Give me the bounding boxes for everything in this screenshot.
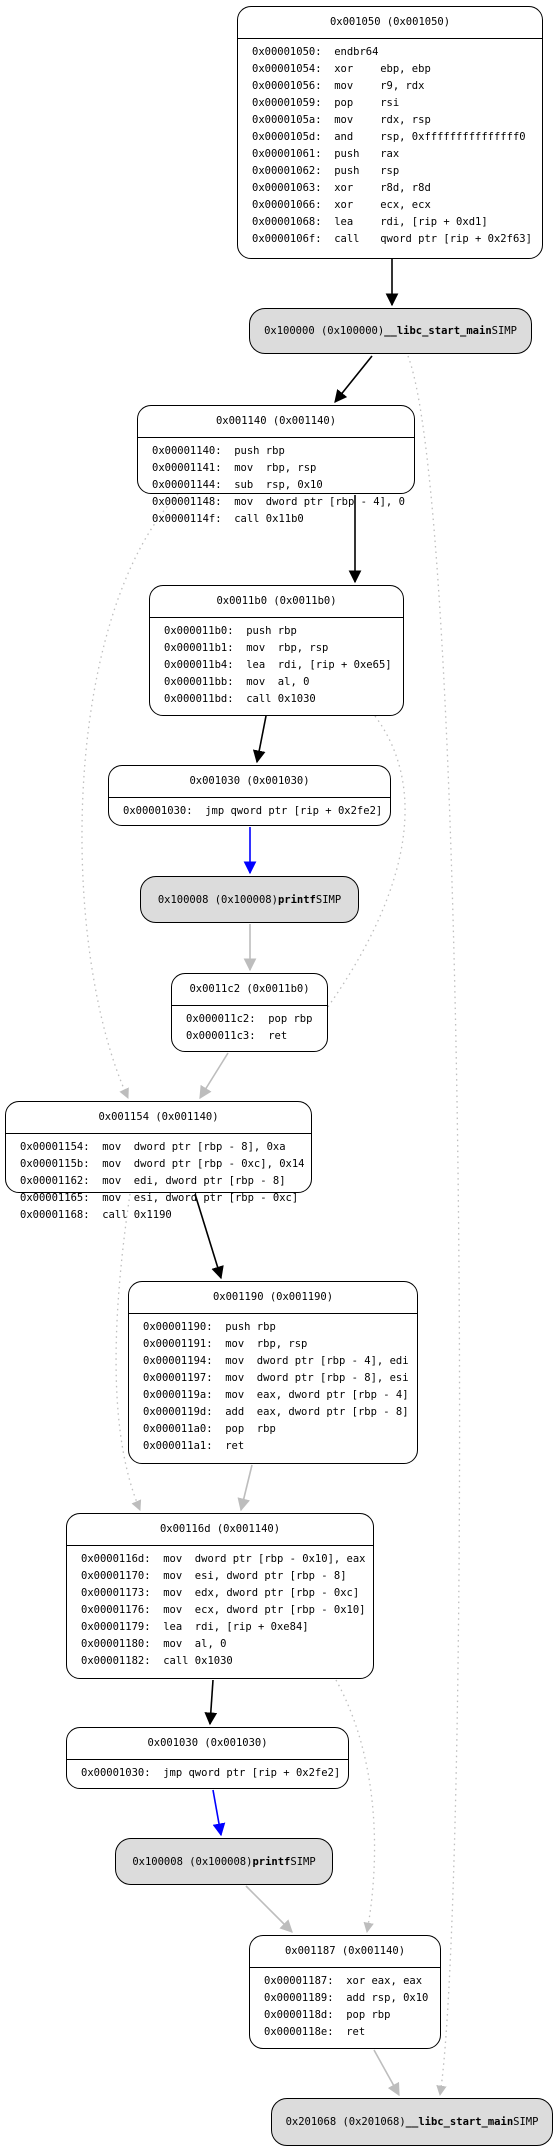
instruction-line: 0x000011c2: pop rbp — [186, 1013, 313, 1025]
block-0x0011b0: 0x0011b0 (0x0011b0) 0x000011b0: push rbp… — [149, 585, 404, 716]
block-header: 0x0011c2 (0x0011b0) — [172, 974, 327, 1006]
instruction-line: 0x0000119d: add eax, dword ptr [rbp - 8] — [143, 1406, 409, 1418]
block-instructions: 0x000011b0: push rbp 0x000011b1: mov rbp… — [150, 618, 403, 708]
instruction-line: 0x00001170: mov esi, dword ptr [rbp - 8] — [81, 1570, 347, 1582]
instruction-line: 0x00001190: push rbp — [143, 1321, 276, 1333]
block-0x00116d: 0x00116d (0x001140) 0x0000116d: mov dwor… — [66, 1513, 374, 1679]
block-instructions: 0x00001140: push rbp 0x00001141: mov rbp… — [138, 438, 414, 528]
instruction-line: 0x00001148: mov dword ptr [rbp - 4], 0 — [152, 496, 405, 508]
block-instructions: 0x00001187: xor eax, eax 0x00001189: add… — [250, 1968, 440, 2041]
instruction-line: 0x00001165: mov esi, dword ptr [rbp - 0x… — [20, 1192, 299, 1204]
instruction-line: 0x000011b0: push rbp — [164, 625, 297, 637]
block-0x001190: 0x001190 (0x001190) 0x00001190: push rbp… — [128, 1281, 418, 1464]
call-edge — [194, 1193, 224, 1280]
block-header: 0x001154 (0x001140) — [6, 1102, 311, 1134]
instruction-line: 0x000011bd: call 0x1030 — [164, 693, 316, 705]
block-0x001154: 0x001154 (0x001140) 0x00001154: mov dwor… — [5, 1101, 312, 1221]
instruction-line: 0x00001141: mov rbp, rsp — [152, 462, 317, 474]
instruction-line: 0x0000114f: call 0x11b0 — [152, 513, 304, 525]
jump-edge — [212, 1789, 226, 1837]
block-header: 0x001050 (0x001050) — [238, 7, 542, 39]
instruction-line: 0x00001030: jmp qword ptr [rip + 0x2fe2] — [81, 1767, 341, 1779]
fallthrough-edge — [81, 493, 179, 1099]
block-instructions: 0x00001030: jmp qword ptr [rip + 0x2fe2] — [67, 1760, 348, 1782]
stub-printf: 0x100008 (0x100008) printf SIMP — [115, 1838, 333, 1885]
call-edge — [204, 1679, 218, 1726]
block-header: 0x00116d (0x001140) — [67, 1514, 373, 1546]
instruction-line: 0x000011a1: ret — [143, 1440, 245, 1452]
instruction-line: 0x00001189: add rsp, 0x10 — [264, 1992, 429, 2004]
block-header: 0x001140 (0x001140) — [138, 406, 414, 438]
stub-libc-start-main: 0x201068 (0x201068) __libc_start_main SI… — [271, 2098, 553, 2146]
block-0x001030: 0x001030 (0x001030) 0x00001030: jmp qwor… — [108, 765, 391, 826]
instruction-line: 0x00001179: lea rdi, [rip + 0xe84] — [81, 1621, 309, 1633]
block-header: 0x0011b0 (0x0011b0) — [150, 586, 403, 618]
ret-edge — [245, 1885, 293, 1933]
instruction-line: 0x00001176: mov ecx, dword ptr [rbp - 0x… — [81, 1604, 366, 1616]
block-0x001030: 0x001030 (0x001030) 0x00001030: jmp qwor… — [66, 1727, 349, 1789]
block-instructions: 0x00001190: push rbp 0x00001191: mov rbp… — [129, 1314, 417, 1455]
instruction-line: 0x00001187: xor eax, eax — [264, 1975, 423, 1987]
ret-edge — [373, 2049, 400, 2097]
instruction-line: 0x00001140: push rbp — [152, 445, 285, 457]
block-instructions: 0x0000116d: mov dword ptr [rbp - 0x10], … — [67, 1546, 373, 1670]
instruction-line: 0x00001182: call 0x1030 — [81, 1655, 233, 1667]
block-instructions: 0x00001030: jmp qword ptr [rip + 0x2fe2] — [109, 798, 390, 820]
instruction-line: 0x00001030: jmp qword ptr [rip + 0x2fe2] — [123, 805, 383, 817]
instruction-line: 0x000011a0: pop rbp — [143, 1423, 276, 1435]
instruction-line: 0x00001197: mov dword ptr [rbp - 8], esi — [143, 1372, 409, 1384]
instruction-line: 0x00001162: mov edi, dword ptr [rbp - 8] — [20, 1175, 286, 1187]
stub-libc-start-main: 0x100000 (0x100000) __libc_start_main SI… — [249, 308, 532, 354]
instruction-line: 0x00001180: mov al, 0 — [81, 1638, 227, 1650]
block-header: 0x001187 (0x001140) — [250, 1936, 440, 1968]
instruction-line: 0x000011b4: lea rdi, [rip + 0xe65] — [164, 659, 392, 671]
fallthrough-edge — [407, 355, 461, 2097]
fallthrough-edge — [310, 715, 406, 1031]
instruction-line: 0x00001194: mov dword ptr [rbp - 4], edi — [143, 1355, 409, 1367]
block-header: 0x001190 (0x001190) — [129, 1282, 417, 1314]
instruction-line: 0x000011c3: ret — [186, 1030, 288, 1042]
instruction-line: 0x00001191: mov rbp, rsp — [143, 1338, 308, 1350]
instruction-line: 0x000011bb: mov al, 0 — [164, 676, 310, 688]
instruction-line: 0x0000116d: mov dword ptr [rbp - 0x10], … — [81, 1553, 366, 1565]
instruction-line: 0x00001050: endbr64 — [252, 46, 379, 58]
instruction-line: 0x0000118e: ret — [264, 2026, 366, 2038]
block-instructions: 0x00001154: mov dword ptr [rbp - 8], 0xa… — [6, 1134, 311, 1224]
block-0x001050: 0x001050 (0x001050) 0x00001050: endbr64 … — [237, 6, 543, 259]
block-0x001140: 0x001140 (0x001140) 0x00001140: push rbp… — [137, 405, 415, 525]
instruction-line: 0x00001144: sub rsp, 0x10 — [152, 479, 323, 491]
block-instructions: 0x000011c2: pop rbp 0x000011c3: ret — [172, 1006, 327, 1045]
block-header: 0x001030 (0x001030) — [67, 1728, 348, 1760]
instruction-line: 0x0000118d: pop rbp — [264, 2009, 391, 2021]
block-header: 0x001030 (0x001030) — [109, 766, 390, 798]
ret-edge — [237, 1464, 253, 1512]
call-edge — [252, 715, 267, 764]
instruction-line: 0x000011b1: mov rbp, rsp — [164, 642, 329, 654]
ret-edge — [199, 1052, 229, 1100]
instruction-line: 0x00001168: call 0x1190 — [20, 1209, 172, 1221]
block-0x001187: 0x001187 (0x001140) 0x00001187: xor eax,… — [249, 1935, 441, 2049]
call-edge — [334, 355, 373, 403]
block-0x0011c2: 0x0011c2 (0x0011b0) 0x000011c2: pop rbp … — [171, 973, 328, 1052]
instruction-line: 0x0000119a: mov eax, dword ptr [rbp - 4] — [143, 1389, 409, 1401]
stub-printf: 0x100008 (0x100008) printf SIMP — [140, 876, 359, 923]
instruction-line: 0x00001154: mov dword ptr [rbp - 8], 0xa — [20, 1141, 286, 1153]
instruction-line: 0x00001173: mov edx, dword ptr [rbp - 0x… — [81, 1587, 360, 1599]
instruction-line: 0x0000115b: mov dword ptr [rbp - 0xc], 0… — [20, 1158, 305, 1170]
fallthrough-edge — [335, 1679, 376, 1934]
